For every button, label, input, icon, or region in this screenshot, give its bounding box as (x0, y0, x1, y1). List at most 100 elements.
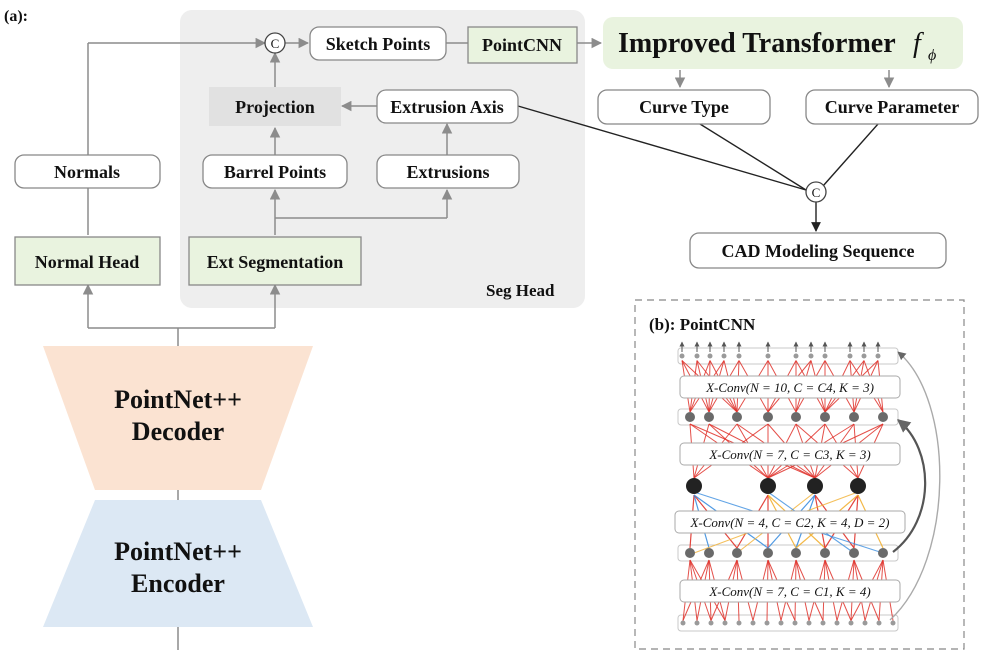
point-node (736, 620, 742, 626)
pointnet-encoder-shape (43, 500, 313, 627)
normal-head-label: Normal Head (35, 252, 139, 272)
point-node (763, 412, 773, 422)
encoder-line1: PointNet++ (114, 537, 242, 566)
cad-sequence-box (689, 232, 947, 269)
point-node (679, 353, 685, 359)
xconv-box-4 (679, 375, 901, 399)
point-node (878, 548, 888, 558)
seg-head-label: Seg Head (486, 281, 555, 300)
point-node (721, 353, 727, 359)
point-node (750, 620, 756, 626)
point-node (686, 478, 702, 494)
extrusions-label: Extrusions (406, 162, 489, 182)
sketch-points-box (309, 26, 447, 61)
pointcnn-label: PointCNN (482, 35, 562, 55)
xconv-label-1: X-Conv(N = 7, C = C1, K = 4) (708, 584, 870, 599)
xconv-box-1 (679, 579, 901, 603)
point-node (847, 353, 853, 359)
layer-band (677, 614, 899, 632)
point-node (848, 620, 854, 626)
skip-connection-dark (892, 419, 927, 553)
curve-parameter-label: Curve Parameter (825, 97, 959, 117)
point-node (765, 353, 771, 359)
curve-type-box (597, 89, 771, 125)
point-node (764, 620, 770, 626)
point-node (806, 620, 812, 626)
point-node (685, 548, 695, 558)
point-node (849, 548, 859, 558)
point-node (820, 412, 830, 422)
point-node (875, 353, 881, 359)
cad-sequence-label: CAD Modeling Sequence (722, 241, 915, 261)
concat-symbol-cad: C (812, 185, 821, 200)
point-node (680, 620, 686, 626)
pointnet-decoder-shape (43, 346, 313, 490)
point-node (890, 620, 896, 626)
point-node (707, 353, 713, 359)
panel-a-label: (a): (4, 8, 28, 25)
concat-icon-cad (805, 181, 827, 203)
barrel-points-box (202, 154, 348, 189)
point-node (732, 548, 742, 558)
point-node (732, 412, 742, 422)
concat-symbol: C (271, 36, 280, 51)
point-node (876, 620, 882, 626)
point-node (849, 412, 859, 422)
xconv-boxes: X-Conv(N = 10, C = C4, K = 3) X-Conv(N =… (674, 375, 906, 603)
dark-connectors (517, 105, 879, 232)
point-node (793, 353, 799, 359)
point-node (722, 620, 728, 626)
pointcnn-panel-border (634, 299, 965, 650)
point-node (791, 412, 801, 422)
barrel-points-label: Barrel Points (224, 162, 326, 182)
layer-band (677, 544, 899, 562)
point-node (791, 548, 801, 558)
extrusion-axis-box (376, 89, 519, 124)
point-node (685, 412, 695, 422)
projection-label: Projection (235, 97, 315, 117)
normal-head-box (14, 236, 161, 286)
point-node (820, 548, 830, 558)
point-node (861, 353, 867, 359)
layer-band (677, 408, 899, 426)
projection-box (209, 87, 341, 126)
improved-transformer-label: Improved Transformer (618, 28, 896, 59)
point-node (822, 353, 828, 359)
point-node (763, 548, 773, 558)
xconv-label-4: X-Conv(N = 10, C = C4, K = 3) (705, 380, 874, 395)
extrusions-box (376, 154, 520, 189)
point-node (694, 353, 700, 359)
ext-segmentation-box (188, 236, 362, 286)
panel-b-label: (b): PointCNN (649, 315, 756, 334)
xconv-label-2: X-Conv(N = 4, C = C2, K = 4, D = 2) (689, 515, 889, 530)
encoder-line2: Encoder (131, 569, 225, 598)
point-node (807, 478, 823, 494)
xconv-label-3: X-Conv(N = 7, C = C3, K = 3) (708, 447, 870, 462)
point-node (792, 620, 798, 626)
point-node (850, 478, 866, 494)
sketch-points-label: Sketch Points (326, 34, 431, 54)
curve-parameter-box (805, 89, 979, 125)
point-node (878, 412, 888, 422)
ext-segmentation-label: Ext Segmentation (207, 252, 344, 272)
improved-transformer-box (603, 17, 963, 69)
decoder-line1: PointNet++ (114, 385, 242, 414)
curve-type-label: Curve Type (639, 97, 729, 117)
point-node (704, 412, 714, 422)
pointcnn-box (467, 26, 578, 64)
decoder-line2: Decoder (132, 417, 224, 446)
f-phi-symbol: f (913, 28, 924, 59)
point-node (808, 353, 814, 359)
extrusion-axis-label: Extrusion Axis (390, 97, 504, 117)
point-node (820, 620, 826, 626)
skip-connection-light (889, 351, 941, 621)
point-node (694, 620, 700, 626)
xconv-box-2 (674, 510, 906, 534)
point-node (834, 620, 840, 626)
phi-subscript: ϕ (928, 47, 936, 64)
xconv-box-3 (679, 442, 901, 466)
point-node (760, 478, 776, 494)
point-node (778, 620, 784, 626)
point-node (862, 620, 868, 626)
